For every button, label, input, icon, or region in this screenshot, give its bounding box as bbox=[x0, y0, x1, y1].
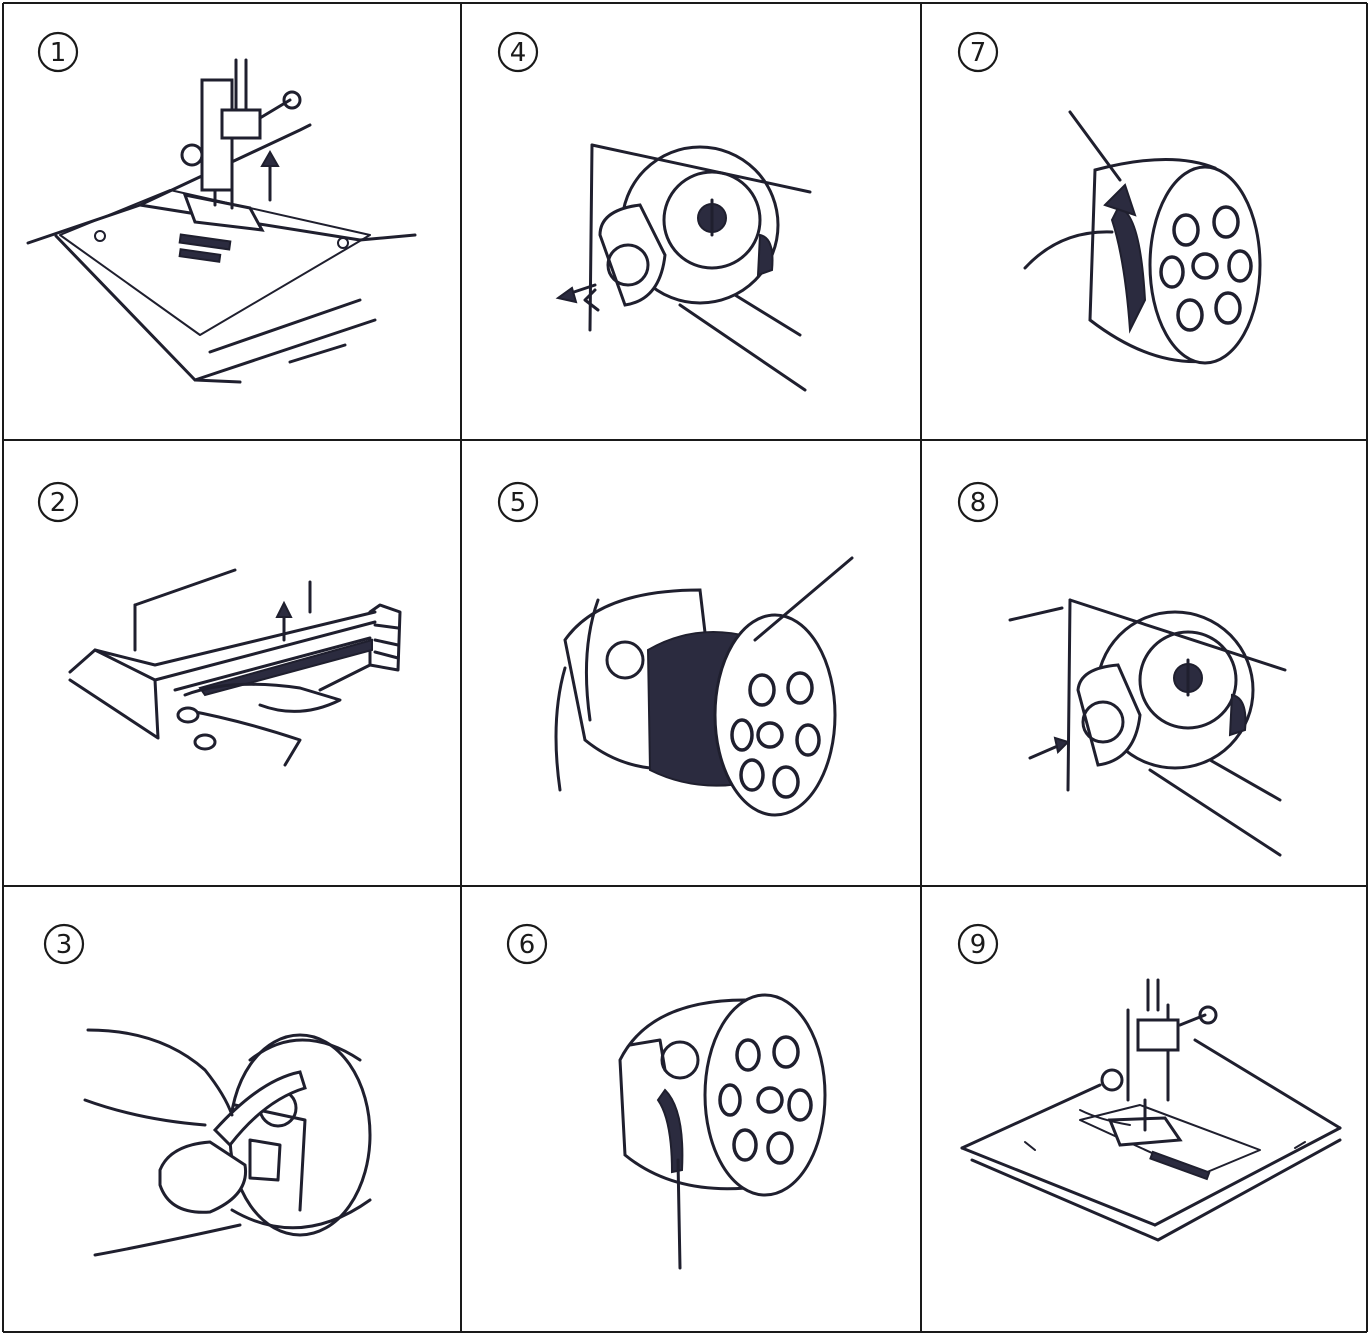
panel-7: 7 bbox=[957, 31, 1262, 365]
step-badge: 5 bbox=[497, 481, 539, 523]
step-number: 5 bbox=[510, 488, 527, 518]
step-badge: 3 bbox=[43, 923, 85, 965]
step-badge: 4 bbox=[497, 31, 539, 73]
step-number: 2 bbox=[50, 488, 67, 518]
step-number: 3 bbox=[56, 930, 73, 960]
panel-1: 1 bbox=[26, 31, 417, 384]
step-badge: 9 bbox=[957, 923, 999, 965]
panel-9: 9 bbox=[957, 923, 1342, 1242]
step-badge: 7 bbox=[957, 31, 999, 73]
thread-slot-pull-icon bbox=[1023, 110, 1262, 365]
step-number: 4 bbox=[510, 38, 527, 68]
bobbin-insert-icon bbox=[554, 556, 854, 817]
panel-4: 4 bbox=[497, 31, 812, 392]
step-number: 9 bbox=[970, 930, 987, 960]
step-number: 1 bbox=[50, 38, 67, 68]
step-badge: 2 bbox=[37, 481, 79, 523]
step-badge: 6 bbox=[506, 923, 548, 965]
panel-6: 6 bbox=[506, 923, 827, 1270]
panel-3: 3 bbox=[43, 923, 372, 1257]
step-badge: 8 bbox=[957, 481, 999, 523]
step-badge: 1 bbox=[37, 31, 79, 73]
presser-foot-raised-icon bbox=[26, 58, 417, 384]
bobbin-case-insert-icon bbox=[1008, 598, 1287, 857]
panel-5: 5 bbox=[497, 481, 854, 817]
presser-foot-lowered-icon bbox=[960, 978, 1342, 1242]
panel-2: 2 bbox=[37, 481, 402, 767]
panel-8: 8 bbox=[957, 481, 1287, 857]
bobbin-case-removal-icon bbox=[555, 143, 812, 392]
bobbin-latch-icon bbox=[83, 1028, 372, 1257]
slide-plate-open-icon bbox=[68, 568, 402, 767]
step-number: 8 bbox=[970, 488, 987, 518]
step-number: 7 bbox=[970, 38, 987, 68]
step-number: 6 bbox=[519, 930, 536, 960]
thread-tension-spring-icon bbox=[618, 993, 827, 1270]
